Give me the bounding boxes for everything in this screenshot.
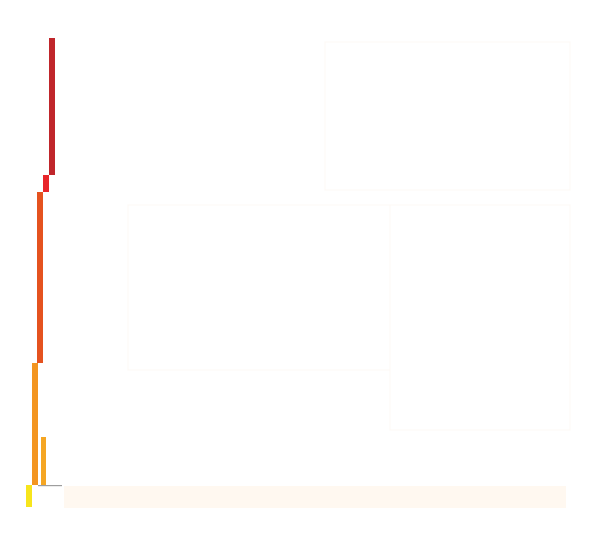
bar-step-5 [41, 437, 46, 485]
bars-group [26, 38, 62, 507]
bar-step-4 [32, 363, 38, 485]
faint-panel-right [389, 204, 571, 431]
faint-background [64, 41, 571, 508]
bar-step-3 [37, 192, 43, 363]
bar-step-1 [49, 38, 55, 175]
faint-panel-top-right [324, 41, 571, 191]
faint-footer-band [64, 486, 566, 508]
bar-step-6 [26, 485, 32, 507]
bar-step-2 [43, 175, 49, 192]
faint-panel-middle [127, 204, 391, 371]
bar-step-7 [38, 485, 62, 487]
